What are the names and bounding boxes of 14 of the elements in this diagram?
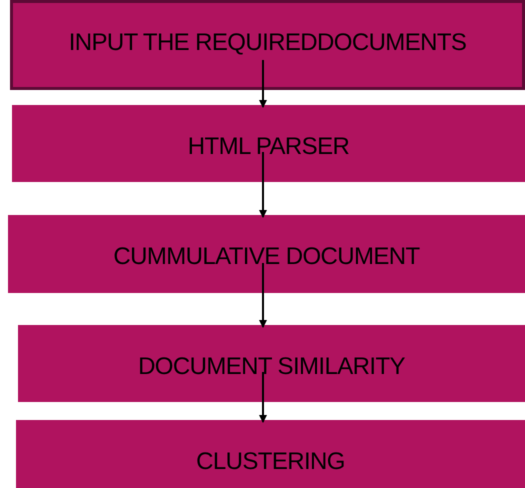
process-box: [12, 105, 525, 182]
arrow: [259, 372, 267, 423]
process-box: [8, 215, 525, 293]
arrow: [259, 263, 267, 328]
box-label: DOCUMENT SIMILARITY: [138, 353, 405, 381]
box-label: HTML PARSER: [188, 133, 350, 161]
process-box: [16, 420, 525, 488]
arrow: [259, 60, 267, 108]
box-label: CUMMULATIVE DOCUMENT: [113, 243, 420, 271]
process-box: [10, 0, 525, 90]
arrow: [259, 152, 267, 218]
process-box: [18, 325, 525, 402]
box-label: CLUSTERING: [196, 448, 345, 476]
box-label: INPUT THE REQUIREDDOCUMENTS: [68, 29, 466, 57]
